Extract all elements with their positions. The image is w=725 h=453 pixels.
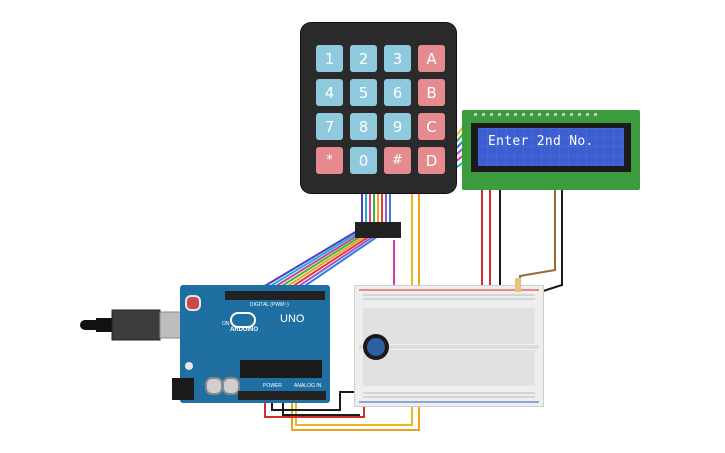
resistor: [515, 278, 521, 292]
keypad-key-B[interactable]: B: [418, 79, 445, 106]
arduino-model: UNO: [280, 313, 305, 325]
arduino-uno[interactable]: DIGITAL (PWM~) ARDUINO UNO ON POWER ANAL…: [172, 285, 330, 403]
keypad-wires: [247, 192, 391, 297]
analog-label: ANALOG IN: [294, 383, 322, 389]
keypad-key-6[interactable]: 6: [384, 79, 411, 106]
keypad-key-8[interactable]: 8: [350, 113, 377, 140]
on-led-label: ON: [222, 321, 230, 327]
capacitor: [222, 377, 240, 395]
power-jack: [172, 378, 194, 400]
capacitor: [205, 377, 223, 395]
potentiometer-knob[interactable]: [367, 338, 385, 356]
keypad-key-7[interactable]: 7: [316, 113, 343, 140]
power-label: POWER: [263, 383, 282, 389]
keypad-connector: [355, 222, 401, 238]
potentiometer[interactable]: [363, 334, 389, 360]
lcd-power-wires: [481, 190, 563, 298]
lcd-text: Enter 2nd No.: [488, 134, 594, 149]
keypad-key-C[interactable]: C: [418, 113, 445, 140]
keypad-key-3[interactable]: 3: [384, 45, 411, 72]
reset-button[interactable]: [185, 295, 201, 311]
arduino-brand: ARDUINO: [230, 327, 258, 333]
keypad-key-4[interactable]: 4: [316, 79, 343, 106]
breadboard-holes: [359, 289, 539, 403]
keypad-key-9[interactable]: 9: [384, 113, 411, 140]
lcd-pin-header: [474, 113, 597, 116]
keypad-key-5[interactable]: 5: [350, 79, 377, 106]
keypad-key-0[interactable]: 0: [350, 147, 377, 174]
keypad-key-*[interactable]: *: [316, 147, 343, 174]
keypad-key-1[interactable]: 1: [316, 45, 343, 72]
lcd-screen: [478, 128, 624, 166]
atmega-chip: [240, 360, 322, 378]
arduino-logo: [230, 312, 256, 328]
digital-header: [225, 291, 325, 300]
lcd-16x2: Enter 2nd No.: [462, 110, 640, 190]
power-analog-header: [238, 391, 326, 400]
digital-label: DIGITAL (PWM~): [250, 302, 289, 308]
mounting-hole: [185, 362, 193, 370]
keypad-key-#[interactable]: #: [384, 147, 411, 174]
keypad-key-D[interactable]: D: [418, 147, 445, 174]
keypad-key-A[interactable]: A: [418, 45, 445, 72]
keypad-key-2[interactable]: 2: [350, 45, 377, 72]
